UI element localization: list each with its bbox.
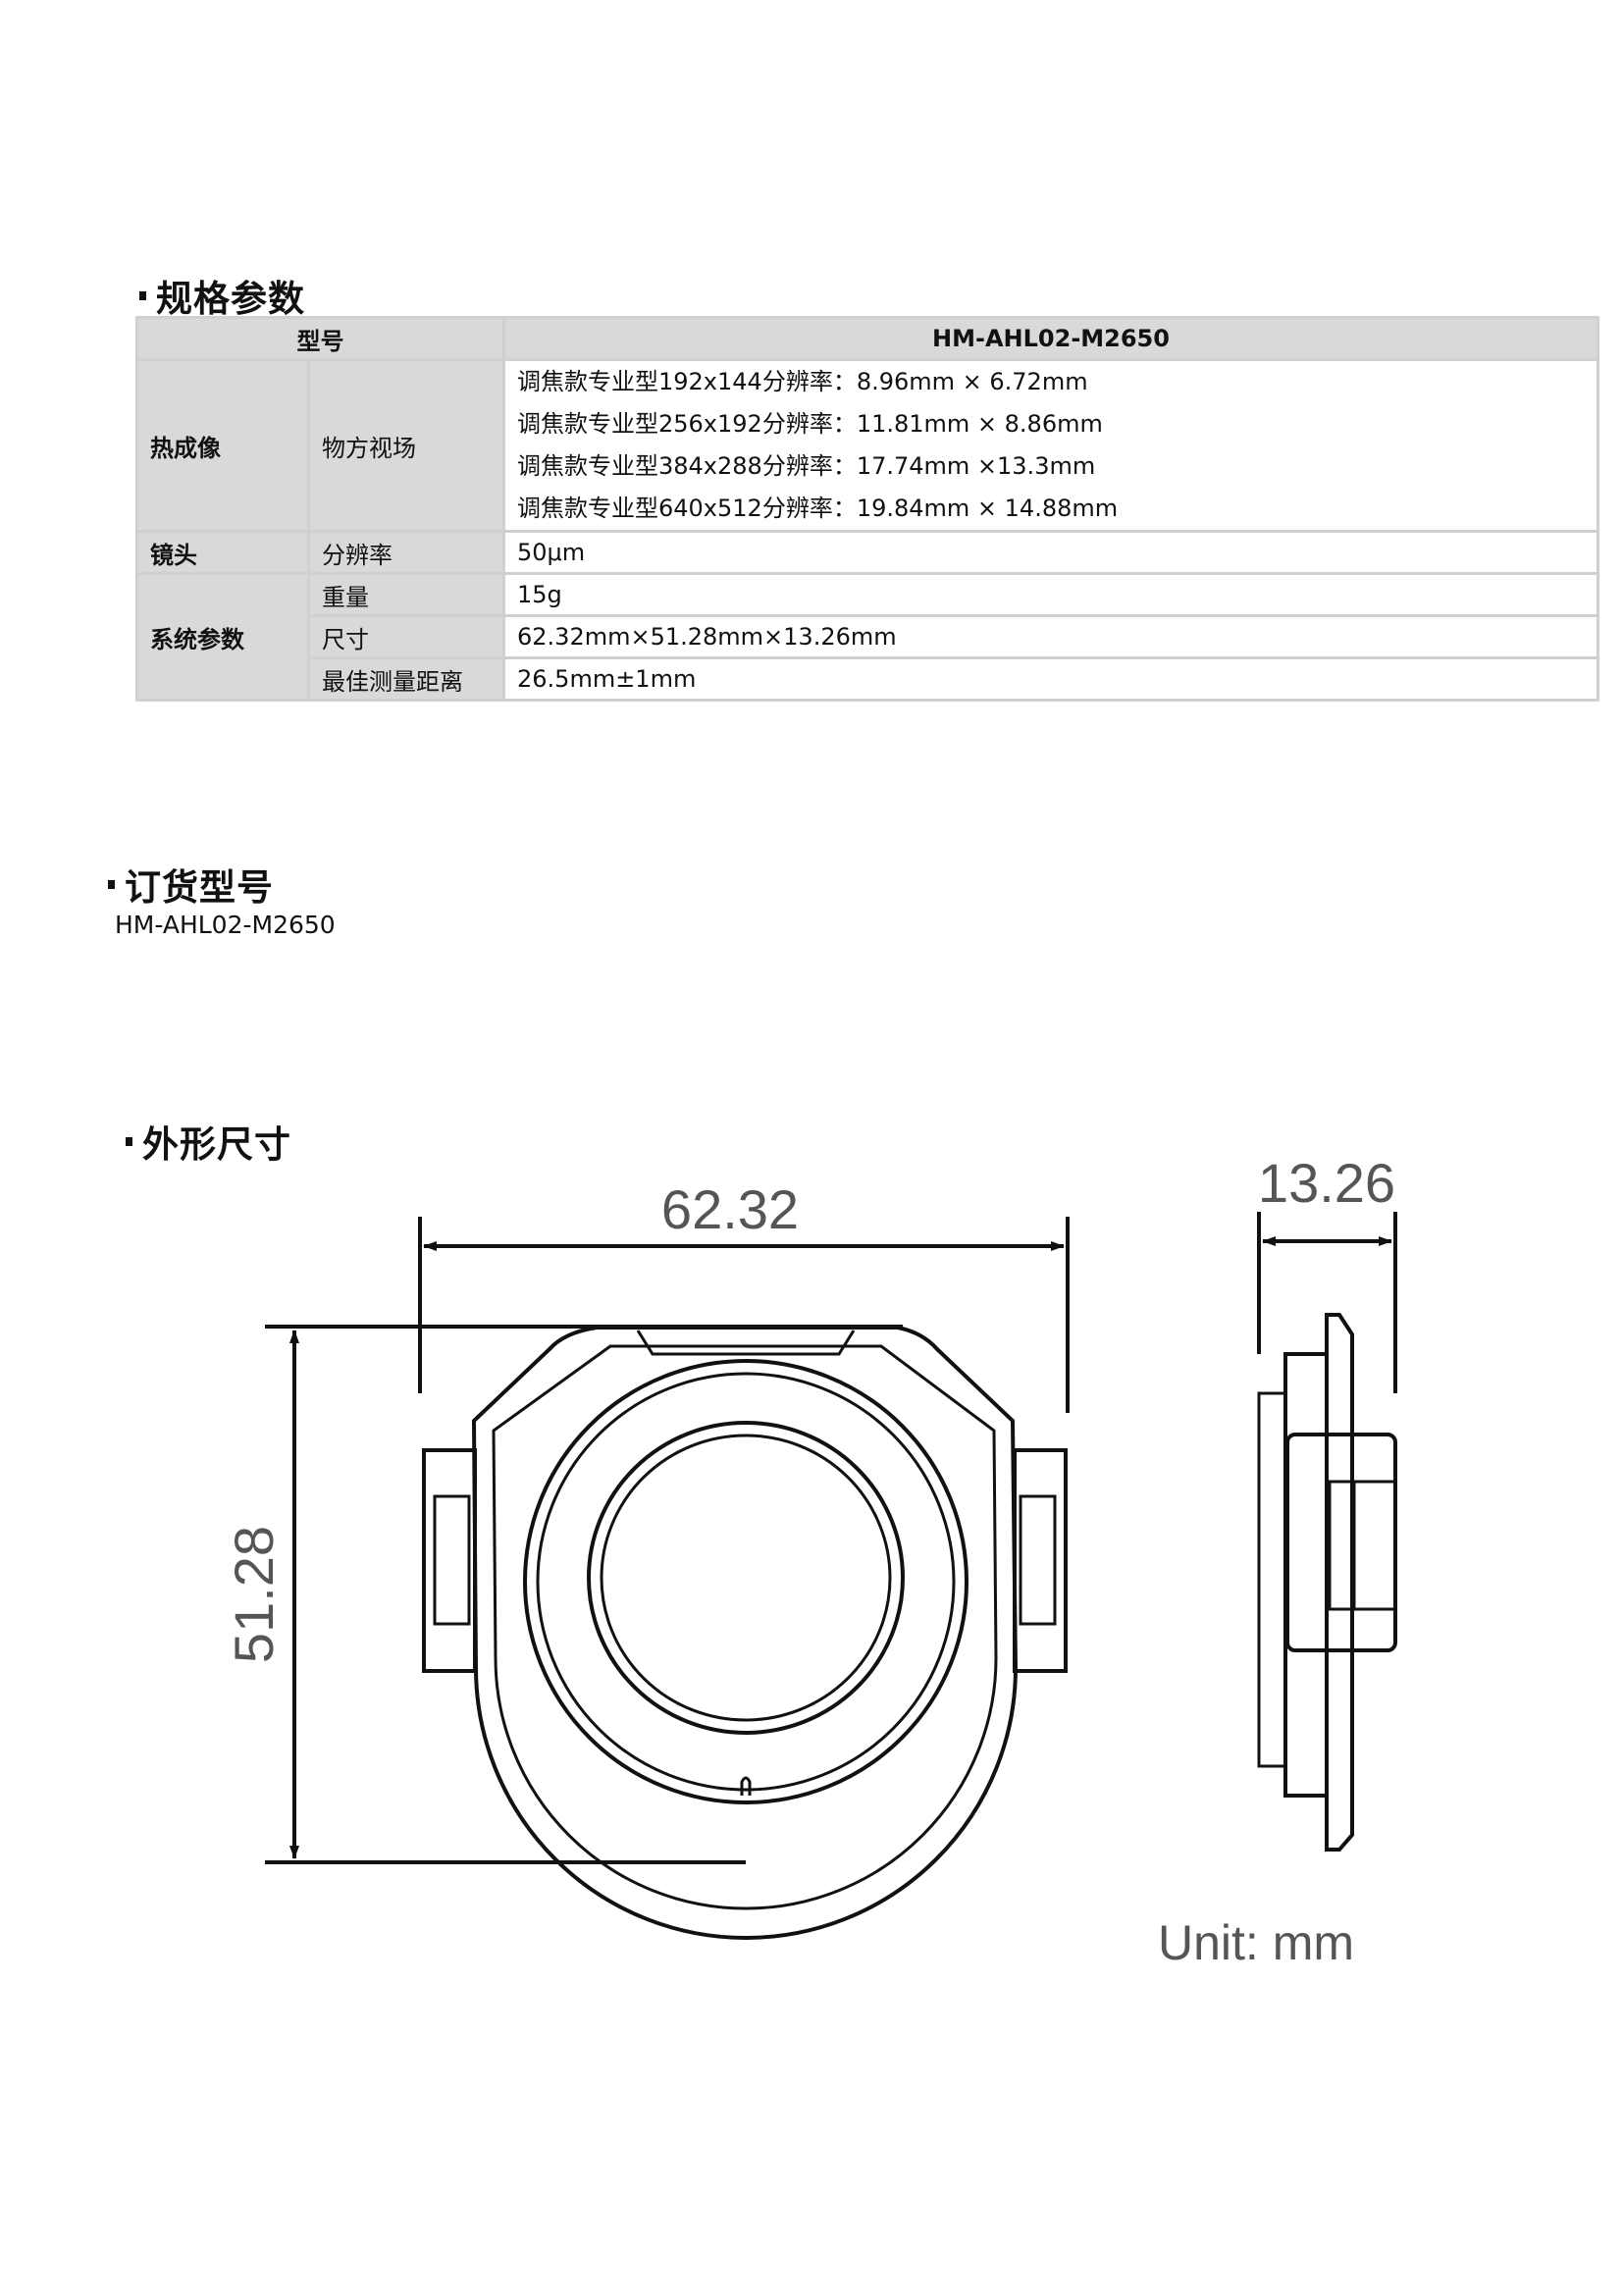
weight-value: 15g [502, 572, 1599, 617]
size-value: 62.32mm×51.28mm×13.26mm [502, 614, 1599, 659]
fov-line: 调焦款专业型384x288分辨率：17.74mm ×13.3mm [517, 452, 1096, 480]
table-row-model: 型号 HM-AHL02-M2650 [135, 316, 1599, 361]
sub-resolution: 分辨率 [307, 530, 505, 575]
order-section-title: 订货型号 [108, 858, 274, 911]
model-value: HM-AHL02-M2650 [502, 316, 1599, 361]
sub-weight: 重量 [307, 572, 505, 617]
bullet-icon [139, 290, 146, 300]
spec-section-title: 规格参数 [139, 269, 305, 322]
category-system: 系统参数 [135, 572, 310, 702]
table-row-thermal: 热成像 物方视场 调焦款专业型192x144分辨率：8.96mm × 6.72m… [135, 358, 1599, 533]
model-label: 型号 [135, 316, 505, 361]
width-dimension: 62.32 [418, 1178, 1070, 1413]
order-title-text: 订货型号 [125, 866, 274, 909]
sub-fov: 物方视场 [307, 358, 505, 533]
side-view [1257, 1313, 1397, 1852]
fov-line: 调焦款专业型192x144分辨率：8.96mm × 6.72mm [517, 368, 1088, 395]
distance-value: 26.5mm±1mm [502, 656, 1599, 702]
dimension-title-text: 外形尺寸 [142, 1123, 291, 1166]
bullet-icon [126, 1136, 132, 1146]
depth-label: 13.26 [1258, 1152, 1395, 1214]
unit-label: Unit: mm [1158, 1915, 1354, 1970]
sub-size: 尺寸 [307, 614, 505, 659]
order-model: HM-AHL02-M2650 [115, 911, 336, 939]
fov-line: 调焦款专业型256x192分辨率：11.81mm × 8.86mm [517, 410, 1103, 438]
depth-dimension: 13.26 [1257, 1152, 1397, 1393]
width-label: 62.32 [661, 1178, 799, 1240]
table-row-lens: 镜头 分辨率 50μm [135, 530, 1599, 575]
resolution-value: 50μm [502, 530, 1599, 575]
table-row-size: 尺寸 62.32mm×51.28mm×13.26mm [137, 614, 1599, 659]
category-thermal: 热成像 [135, 358, 310, 533]
sub-distance: 最佳测量距离 [307, 656, 505, 702]
dimension-section-title: 外形尺寸 [126, 1115, 291, 1168]
fov-line: 调焦款专业型640x512分辨率：19.84mm × 14.88mm [517, 495, 1119, 522]
bullet-icon [108, 879, 115, 889]
front-view [422, 1326, 1068, 1940]
table-row-weight: 系统参数 重量 15g [135, 572, 1599, 702]
category-lens: 镜头 [135, 530, 310, 575]
spec-title-text: 规格参数 [156, 278, 305, 320]
table-row-distance: 最佳测量距离 26.5mm±1mm [137, 656, 1599, 702]
fov-values: 调焦款专业型192x144分辨率：8.96mm × 6.72mm 调焦款专业型2… [502, 358, 1599, 533]
height-label: 51.28 [223, 1526, 285, 1663]
spec-table: 型号 HM-AHL02-M2650 热成像 物方视场 调焦款专业型192x144… [135, 316, 1599, 702]
